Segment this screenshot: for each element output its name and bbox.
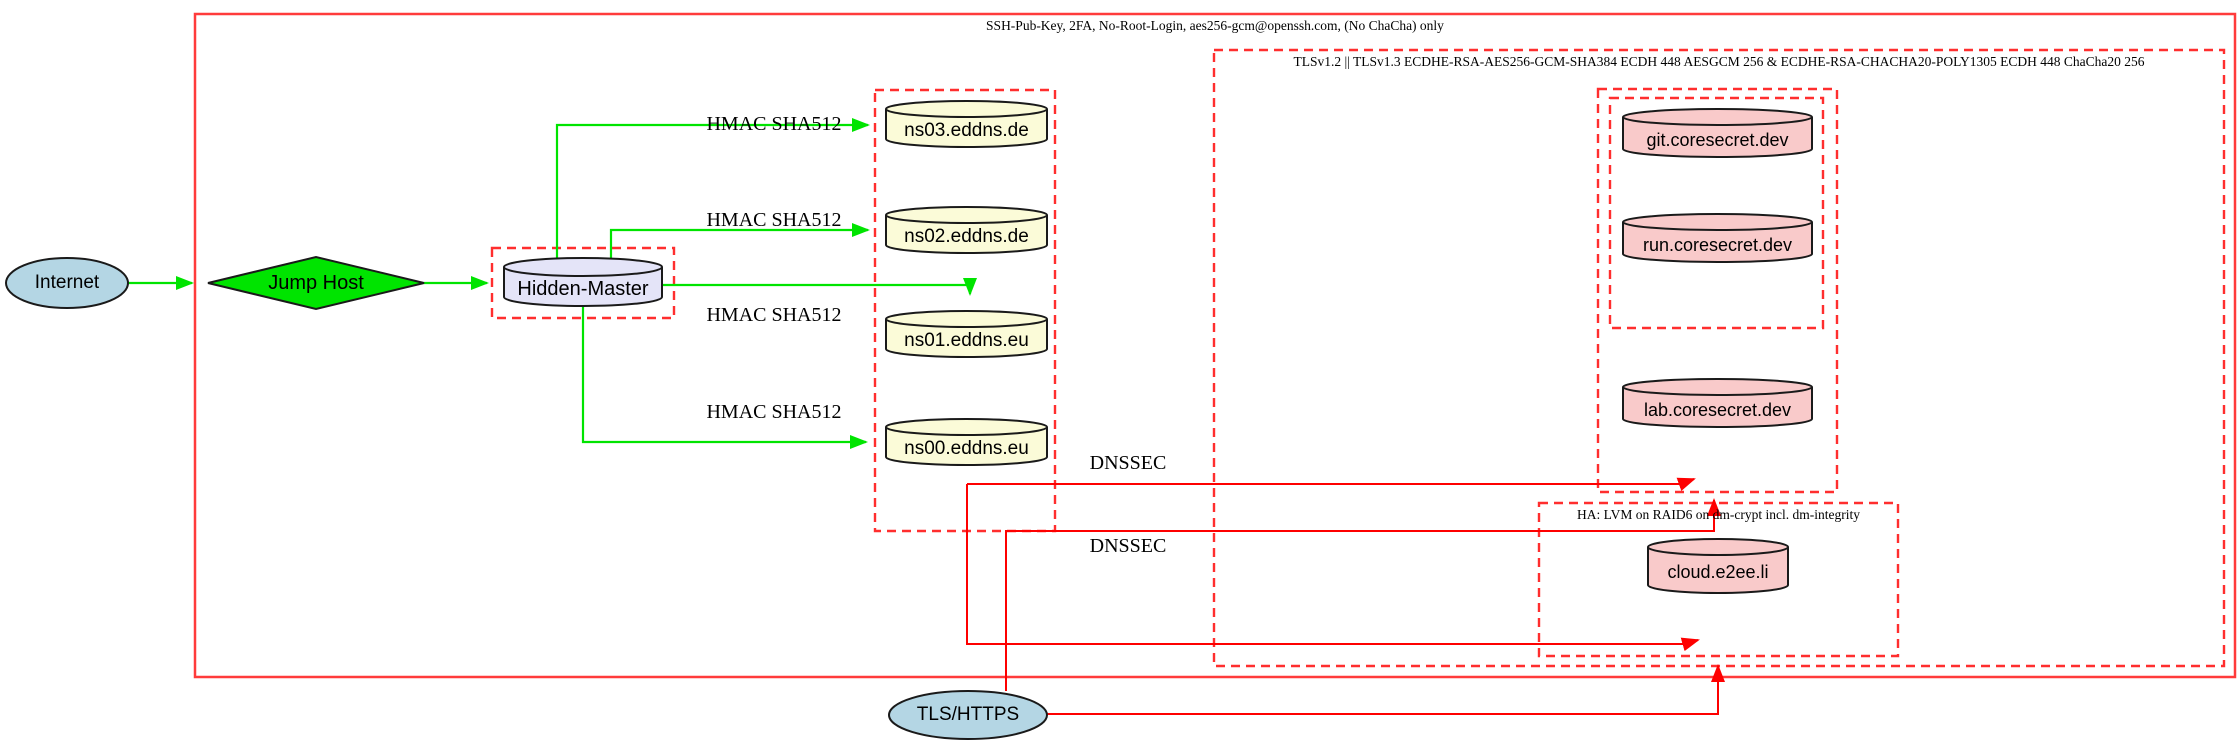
cluster-coresecret-outer-box xyxy=(1596,87,1839,494)
internet-node-shape xyxy=(5,257,129,309)
edge-hiddenmaster-ns01 xyxy=(662,278,977,296)
edge-hiddenmaster-ns02 xyxy=(609,223,870,258)
cloud-node-shape xyxy=(1647,538,1789,594)
git-node-shape xyxy=(1622,108,1813,158)
ns01-node-shape xyxy=(885,310,1048,358)
ns00-node-shape xyxy=(885,418,1048,466)
run-node-shape xyxy=(1622,213,1813,263)
edge-hiddenmaster-ns03 xyxy=(555,118,870,258)
red-edges xyxy=(966,477,1725,715)
tls-https-node-shape xyxy=(888,690,1048,740)
cluster-hidden-master-box xyxy=(490,246,676,320)
cluster-dns-box xyxy=(873,88,1057,533)
hidden-master-node-shape xyxy=(503,257,663,307)
cluster-coresecret-inner-box xyxy=(1608,96,1825,330)
ns02-node-shape xyxy=(885,206,1048,254)
edge-tls-ha xyxy=(1046,664,1725,715)
edge-hiddenmaster-ns00 xyxy=(581,306,868,449)
ns03-node-shape xyxy=(885,100,1048,148)
edge-dnssec-coresecret xyxy=(967,477,1696,491)
edge-tls-coresecret xyxy=(1005,498,1721,691)
cluster-ssh-box xyxy=(193,12,2237,679)
edge-dnssec-ha xyxy=(966,484,1700,652)
jump-host-node-shape xyxy=(207,255,425,311)
lab-node-shape xyxy=(1622,378,1813,428)
secure-edges xyxy=(128,118,977,449)
cluster-ha-box xyxy=(1537,501,1900,658)
node-shapes xyxy=(5,100,1813,740)
